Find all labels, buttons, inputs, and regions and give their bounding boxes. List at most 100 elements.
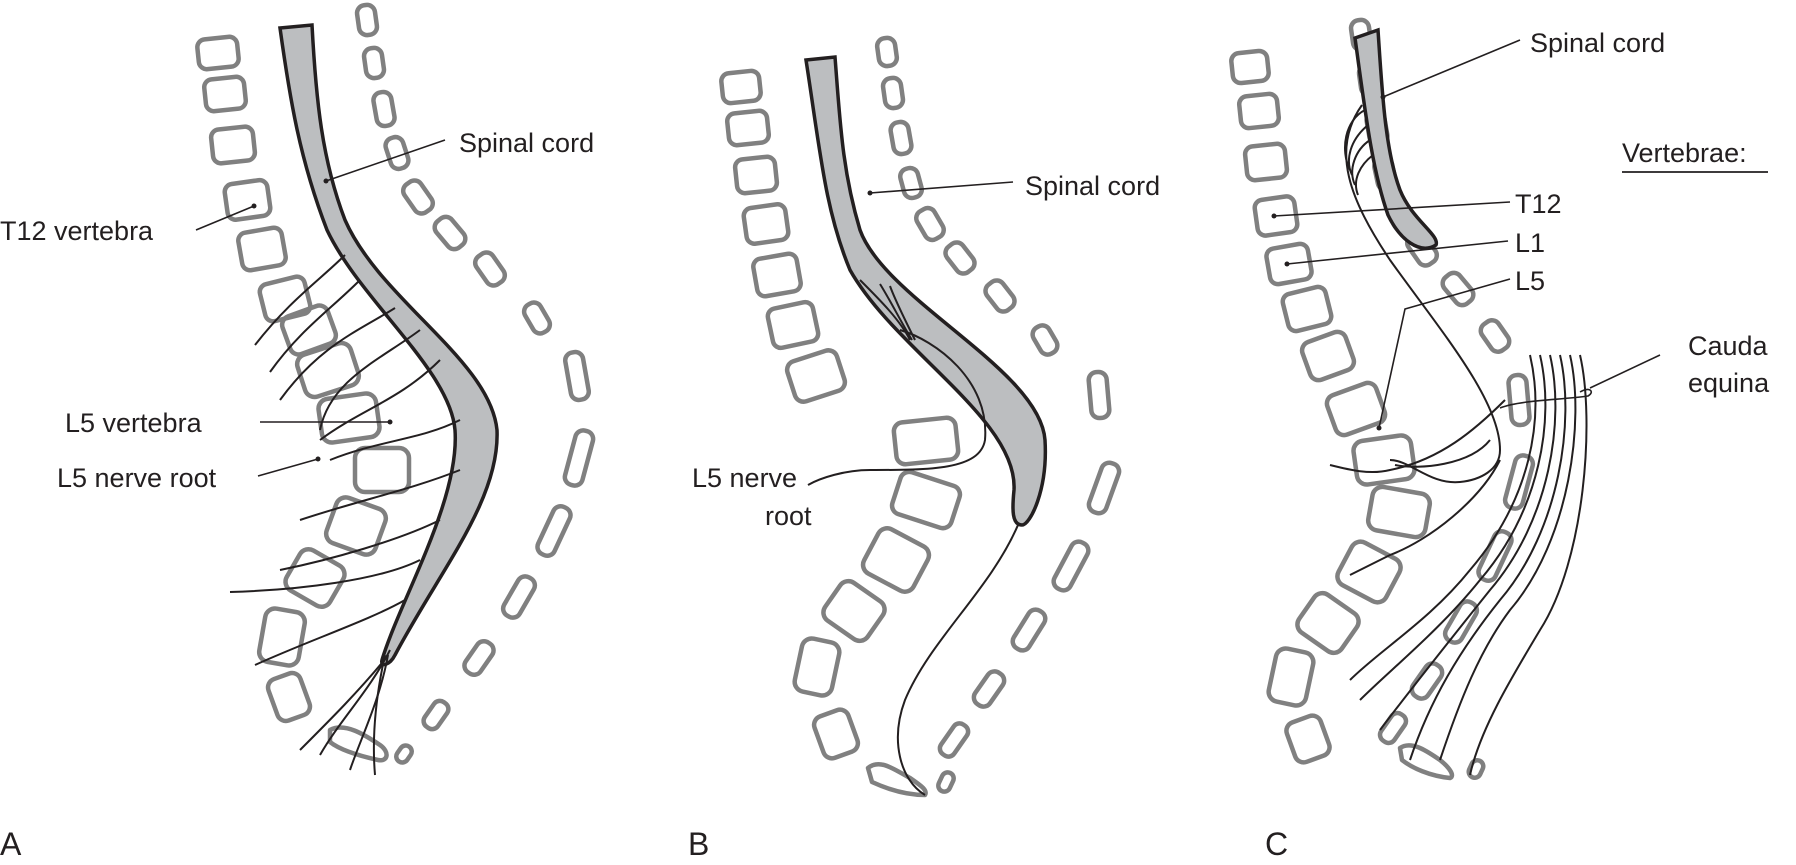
pointer-dot bbox=[1376, 425, 1382, 431]
spinous-process bbox=[1086, 369, 1112, 421]
vertebra bbox=[821, 578, 887, 644]
spinous-process bbox=[400, 178, 436, 216]
vertebra bbox=[784, 348, 848, 404]
nerve-root bbox=[1329, 399, 1506, 474]
vertebra bbox=[265, 670, 313, 724]
spinous-process bbox=[971, 669, 1007, 709]
label-l5-nerve-root-a: L5 nerve root bbox=[57, 463, 217, 493]
vertebra bbox=[1295, 590, 1361, 656]
spinous-process bbox=[1476, 529, 1514, 583]
nerve-root bbox=[1354, 154, 1374, 196]
vertebra bbox=[208, 124, 258, 166]
vertebra bbox=[719, 68, 763, 106]
l5-nerve-root-b bbox=[807, 329, 987, 486]
vertebra bbox=[1335, 539, 1403, 605]
spinous-process bbox=[1502, 453, 1536, 511]
spinous-process bbox=[1440, 270, 1476, 308]
pointer-dot bbox=[323, 178, 329, 184]
vertebra bbox=[751, 251, 803, 299]
coccyx bbox=[327, 725, 389, 763]
vertebra bbox=[1299, 329, 1357, 383]
spinous-process bbox=[421, 698, 451, 732]
spinous-process bbox=[936, 770, 956, 794]
spinous-process bbox=[394, 743, 414, 765]
label-t12-vertebra: T12 vertebra bbox=[0, 216, 154, 246]
vertebra bbox=[1365, 484, 1433, 540]
spinous-process bbox=[383, 134, 411, 172]
nerve-root bbox=[254, 599, 406, 666]
vertebra bbox=[1266, 646, 1316, 708]
spinous-process bbox=[914, 205, 946, 243]
vertebra bbox=[352, 445, 412, 495]
filum-terminale bbox=[897, 524, 1019, 796]
vertebra bbox=[323, 495, 389, 557]
nerve-root bbox=[349, 654, 389, 771]
panel-b-spinous-processes bbox=[874, 35, 1122, 794]
spinal-cord-b bbox=[803, 55, 1048, 527]
vertebra-l5-c bbox=[1351, 433, 1417, 487]
pointer-dot bbox=[1380, 94, 1386, 100]
panel-b: Spinal cord L5 nerve root B bbox=[688, 35, 1160, 862]
spinous-process bbox=[371, 89, 397, 129]
leader-spinal-cord-b bbox=[869, 181, 1014, 194]
pointer-dot bbox=[1284, 261, 1290, 267]
leader-spinal-cord bbox=[325, 139, 446, 182]
vertebra bbox=[811, 707, 861, 761]
nerve-root bbox=[319, 329, 421, 431]
spinous-process bbox=[1030, 323, 1060, 357]
leader-t12-c bbox=[1273, 201, 1511, 217]
spinous-process bbox=[521, 300, 553, 336]
leader-t12 bbox=[195, 205, 255, 231]
pointer-dot bbox=[251, 203, 257, 209]
label-cauda-equina-line2: equina bbox=[1688, 368, 1770, 398]
vertebra-l1-c bbox=[1264, 241, 1314, 287]
label-l5-nerve-root-b-line1: L5 nerve bbox=[692, 463, 797, 493]
spinous-process bbox=[874, 35, 900, 69]
spinous-process bbox=[562, 428, 596, 488]
label-spinal-cord-b: Spinal cord bbox=[1025, 171, 1160, 201]
spinous-process bbox=[1051, 539, 1091, 593]
spinous-process bbox=[472, 250, 508, 288]
pointer-dot bbox=[1271, 213, 1277, 219]
leader-l5-nerve-root bbox=[257, 458, 319, 477]
spinous-process bbox=[1466, 758, 1486, 780]
spinous-process bbox=[1478, 318, 1512, 354]
label-spinal-cord-a: Spinal cord bbox=[459, 128, 594, 158]
leader-l1-c bbox=[1286, 240, 1509, 265]
panel-a-spinous-processes bbox=[354, 2, 596, 765]
panel-b-vertebral-bodies bbox=[719, 68, 963, 798]
leader-l5-c bbox=[1378, 278, 1511, 429]
cauda-equina-root bbox=[1469, 354, 1588, 776]
vertebra bbox=[724, 108, 772, 148]
nerve-root bbox=[254, 254, 346, 346]
vertebra bbox=[283, 546, 347, 610]
spinous-process bbox=[1377, 710, 1409, 746]
label-l1-c: L1 bbox=[1515, 228, 1545, 258]
panel-a-vertebral-bodies bbox=[195, 34, 412, 763]
vertebra bbox=[889, 469, 963, 531]
panel-letter-b: B bbox=[688, 826, 709, 862]
vertebra bbox=[732, 154, 780, 196]
nerve-root bbox=[279, 519, 441, 571]
nerve-root bbox=[299, 657, 387, 751]
spinous-process bbox=[1506, 372, 1532, 428]
spinal-cord-a bbox=[278, 23, 499, 667]
vertebra bbox=[1284, 713, 1332, 765]
panel-a-nerve-roots bbox=[229, 254, 461, 776]
nerve-root bbox=[1348, 124, 1369, 176]
vertebra-t12-c bbox=[1252, 194, 1300, 238]
cauda-equina-root bbox=[1439, 354, 1577, 761]
spinal-cord-c bbox=[1353, 27, 1438, 250]
vertebra bbox=[891, 415, 961, 467]
panel-b-nerve-roots bbox=[807, 279, 1019, 796]
vertebra bbox=[741, 202, 791, 246]
label-l5-vertebra: L5 vertebra bbox=[65, 408, 203, 438]
spinous-process bbox=[500, 574, 538, 620]
vertebra bbox=[201, 74, 249, 114]
panel-c-vertebral-bodies bbox=[1229, 48, 1455, 781]
cauda-equina-root bbox=[1349, 354, 1537, 681]
pointer-dot bbox=[867, 190, 873, 196]
panel-a: Spinal cord T12 vertebra L5 vertebra L5 … bbox=[0, 2, 596, 862]
label-t12-c: T12 bbox=[1515, 189, 1562, 219]
